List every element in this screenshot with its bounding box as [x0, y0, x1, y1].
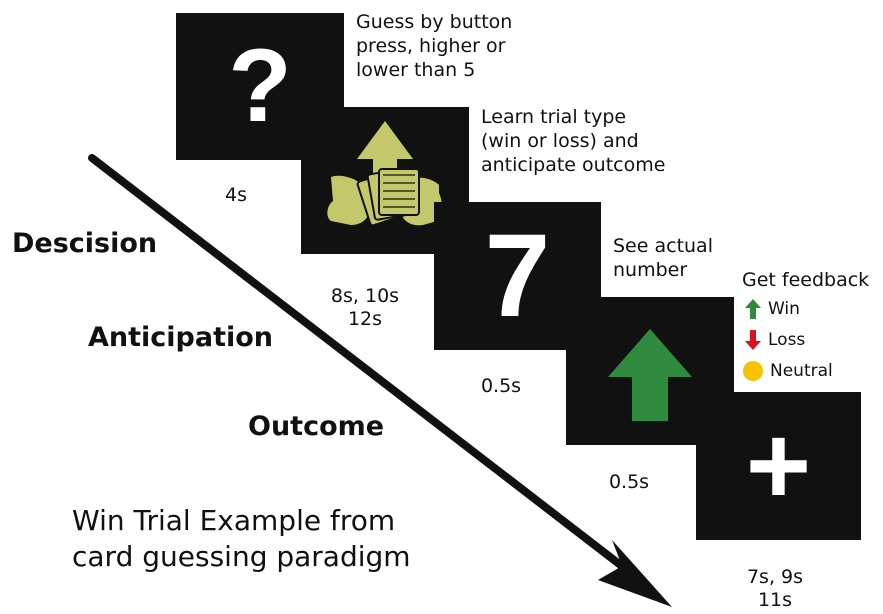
figure-caption: Win Trial Example from card guessing par… [72, 504, 411, 573]
legend-item-neutral: Neutral [742, 360, 833, 382]
step-4-duration: 0.5s [608, 471, 650, 493]
fixation-screen: + [696, 392, 861, 540]
step-5-duration: 7s, 9s 11s [746, 566, 804, 611]
fixation-cross: + [745, 403, 812, 528]
legend-item-win: Win [744, 298, 800, 320]
question-mark: ? [228, 28, 292, 144]
step-1-duration: 4s [225, 184, 247, 206]
stage-label-anticipation: Anticipation [88, 322, 274, 353]
stage-label-outcome: Outcome [248, 411, 385, 442]
yellow-circle-icon [743, 361, 763, 381]
green-up-arrow-icon [745, 299, 761, 319]
red-down-arrow-icon [745, 330, 761, 350]
legend-title: Get feedback [742, 269, 870, 291]
step-2-duration: 8s, 10s 12s [330, 285, 400, 330]
up-arrow-hands-cards-icon [327, 121, 442, 227]
legend-item-loss: Loss [744, 329, 805, 351]
step-3-duration: 0.5s [480, 375, 522, 397]
trial-type-screen [301, 107, 469, 254]
number-seven: 7 [484, 210, 551, 342]
stage-label-decision: Descision [12, 228, 158, 259]
step-2-instruction: Learn trial type (win or loss) and antic… [481, 106, 666, 176]
step-3-instruction: See actual number [613, 235, 713, 281]
green-up-arrow-icon [608, 329, 692, 421]
step-1-instruction: Guess by button press, higher or lower t… [356, 11, 513, 81]
